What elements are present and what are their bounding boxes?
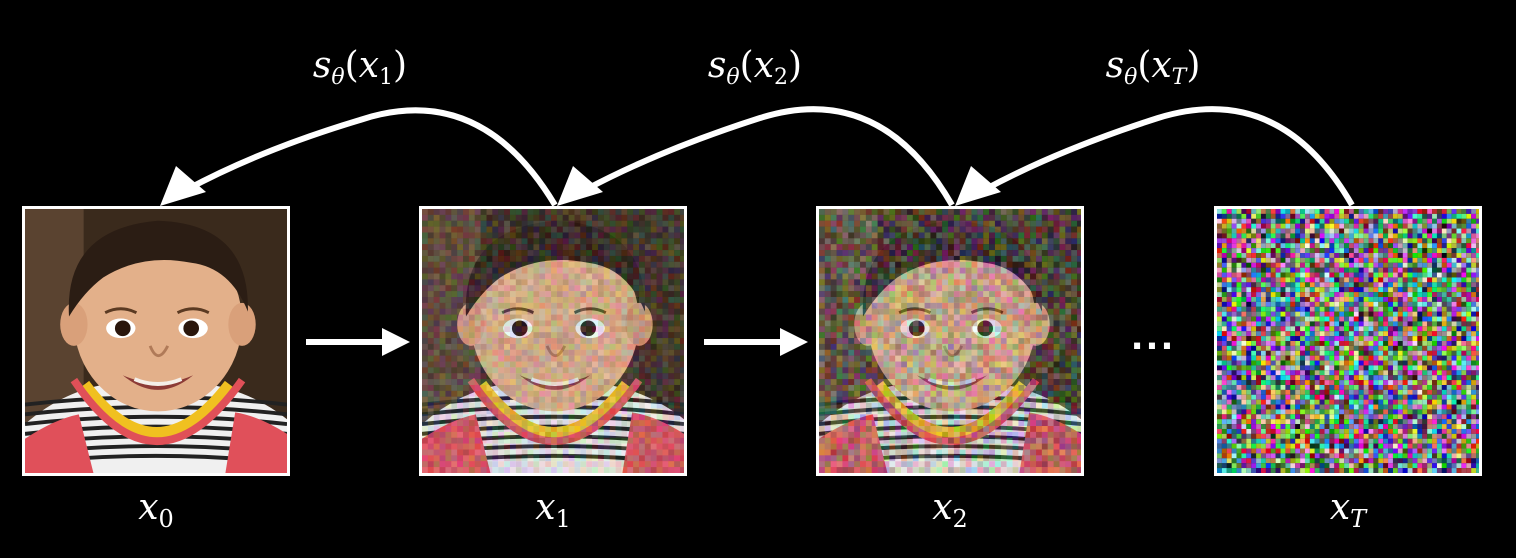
child-portrait-noisy-2 bbox=[819, 209, 1081, 473]
forward-arrow-1-2 bbox=[704, 328, 808, 356]
child-portrait-clean bbox=[25, 209, 287, 473]
reverse-arrow-2-1 bbox=[557, 106, 955, 207]
label-x2: x2 bbox=[932, 487, 968, 533]
label-x1: x1 bbox=[535, 487, 571, 533]
image-xT bbox=[1214, 206, 1482, 476]
child-portrait-noisy-1 bbox=[422, 209, 684, 473]
image-x0 bbox=[22, 206, 290, 476]
score-label-2: sθ(x2) bbox=[707, 45, 803, 90]
reverse-arrow-1-0 bbox=[160, 107, 558, 207]
label-x0: x0 bbox=[138, 487, 174, 533]
reverse-arrow-T-2 bbox=[955, 106, 1355, 207]
ellipsis: ... bbox=[1130, 318, 1176, 358]
image-x1 bbox=[419, 206, 687, 476]
label-xT: xT bbox=[1329, 487, 1367, 533]
image-x2 bbox=[816, 206, 1084, 476]
forward-arrow-0-1 bbox=[306, 328, 410, 356]
score-label-1: sθ(x1) bbox=[312, 45, 408, 90]
pure-noise-image bbox=[1217, 209, 1479, 473]
score-label-T: sθ(xT) bbox=[1105, 45, 1201, 90]
